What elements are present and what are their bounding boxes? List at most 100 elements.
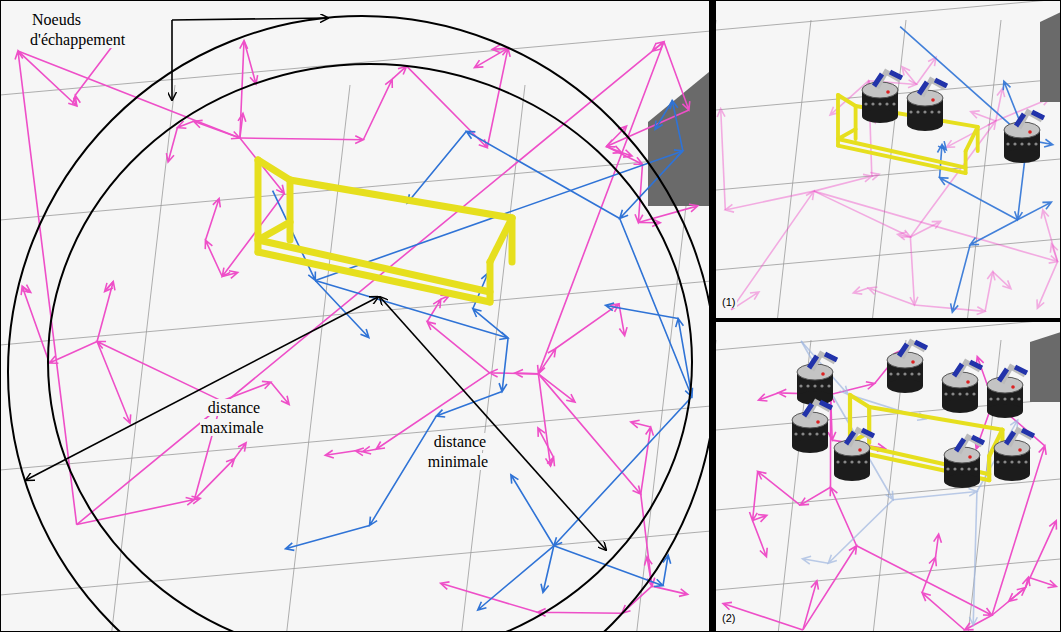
robot-base — [907, 117, 943, 131]
tree-edge — [663, 555, 671, 586]
tree-edge — [828, 500, 893, 564]
tree-edge — [538, 374, 640, 494]
tree-edge — [554, 546, 663, 587]
max-distance-circle — [8, 16, 709, 632]
frame-bar — [869, 407, 1002, 430]
robot — [944, 437, 984, 488]
tree-edge — [914, 305, 985, 315]
tree-edge — [105, 282, 114, 292]
tree-edge — [940, 178, 1018, 220]
tree-edge — [814, 191, 910, 237]
robot — [942, 362, 982, 413]
tree-edge — [205, 240, 222, 276]
annotation-label: Noeuds d'échappement — [30, 10, 162, 50]
tree-edge — [1050, 244, 1057, 262]
robot-sensor — [944, 392, 947, 395]
tree-edge — [271, 382, 289, 404]
frame-bar — [258, 160, 290, 180]
tree-edge — [910, 221, 940, 237]
tree-edge — [441, 582, 538, 612]
robot-base — [987, 404, 1023, 418]
robot-sensor — [917, 372, 920, 375]
tree-edge — [638, 204, 697, 222]
tree-edge — [427, 299, 441, 321]
tree-edge — [240, 136, 363, 144]
frame-bar — [987, 456, 991, 480]
label-text: (1) — [720, 296, 737, 308]
tree-edge — [194, 120, 240, 138]
robot-dot — [821, 372, 825, 376]
tree-edge — [1037, 262, 1058, 309]
tree-edge — [538, 428, 554, 457]
tree-edge — [315, 280, 369, 337]
robot-sensor — [960, 467, 963, 470]
tree-edge — [97, 341, 221, 400]
floor-grid-line — [461, 85, 525, 632]
floor-grid-line — [0, 156, 709, 220]
robot-sensor — [889, 372, 892, 375]
tree-edge — [541, 546, 554, 593]
frame-bar — [838, 139, 966, 168]
tree-edge — [273, 191, 316, 281]
robot-sensor — [885, 102, 888, 105]
floor-grid-line — [716, 239, 1061, 270]
tree-edge — [547, 457, 554, 466]
tree-edge — [868, 287, 914, 305]
robot-sensor — [1006, 142, 1009, 145]
robot-sensor — [871, 102, 874, 105]
dimension-label: distance maximale — [192, 398, 274, 438]
robot-sensor — [910, 372, 913, 375]
right-panel-1 — [716, 0, 1061, 318]
robot-arm-joint — [809, 354, 837, 368]
frame-bar — [258, 252, 490, 302]
frame-bar — [487, 262, 494, 302]
robot-arm-joint — [956, 437, 984, 451]
robot-arm-joint — [899, 342, 927, 356]
frame-bar — [854, 106, 858, 139]
frame-bar — [838, 95, 856, 106]
robot-sensor — [974, 467, 977, 470]
tree-edge — [814, 174, 872, 191]
tree-edge — [538, 374, 553, 466]
tree-edge — [965, 615, 992, 630]
tree-edge — [355, 448, 364, 456]
robot-sensor — [1017, 460, 1020, 463]
tree-edge — [830, 487, 856, 546]
robot-sensor — [850, 460, 853, 463]
tree-edge — [857, 546, 992, 616]
tree-edge — [985, 272, 995, 312]
robot-dot — [1028, 130, 1032, 134]
floor-grid-line — [871, 20, 906, 318]
tree-edge — [473, 309, 508, 338]
tree-edge — [166, 128, 177, 163]
robot-sensor — [958, 392, 961, 395]
tree-edge — [902, 67, 916, 85]
tree-edge — [606, 126, 626, 147]
robot-sensor — [808, 432, 811, 435]
tree-edge — [749, 471, 757, 520]
robot-sensor — [1020, 142, 1023, 145]
tree-edge — [97, 282, 115, 342]
robot-arm-joint — [999, 367, 1027, 381]
dimension-label: distance minimale — [418, 432, 500, 472]
robot-sensor — [1034, 142, 1037, 145]
robot-sensor — [953, 467, 956, 470]
tree-edge — [515, 369, 539, 377]
leader-arrow — [171, 20, 173, 100]
panel-number: (1) — [720, 296, 760, 310]
tree-edge — [970, 220, 1017, 245]
frame-bar — [258, 222, 290, 240]
robot-dot — [911, 360, 915, 364]
robot-sensor — [996, 460, 999, 463]
robot — [862, 72, 902, 123]
robot-sensor — [1024, 460, 1027, 463]
tree-edge — [605, 303, 678, 318]
frame-bar — [290, 180, 512, 218]
tree-edge — [499, 338, 508, 392]
tree-edge — [758, 471, 800, 505]
tree-edge — [853, 287, 868, 294]
leader-arrow — [172, 18, 328, 20]
tree-edge — [641, 427, 654, 494]
